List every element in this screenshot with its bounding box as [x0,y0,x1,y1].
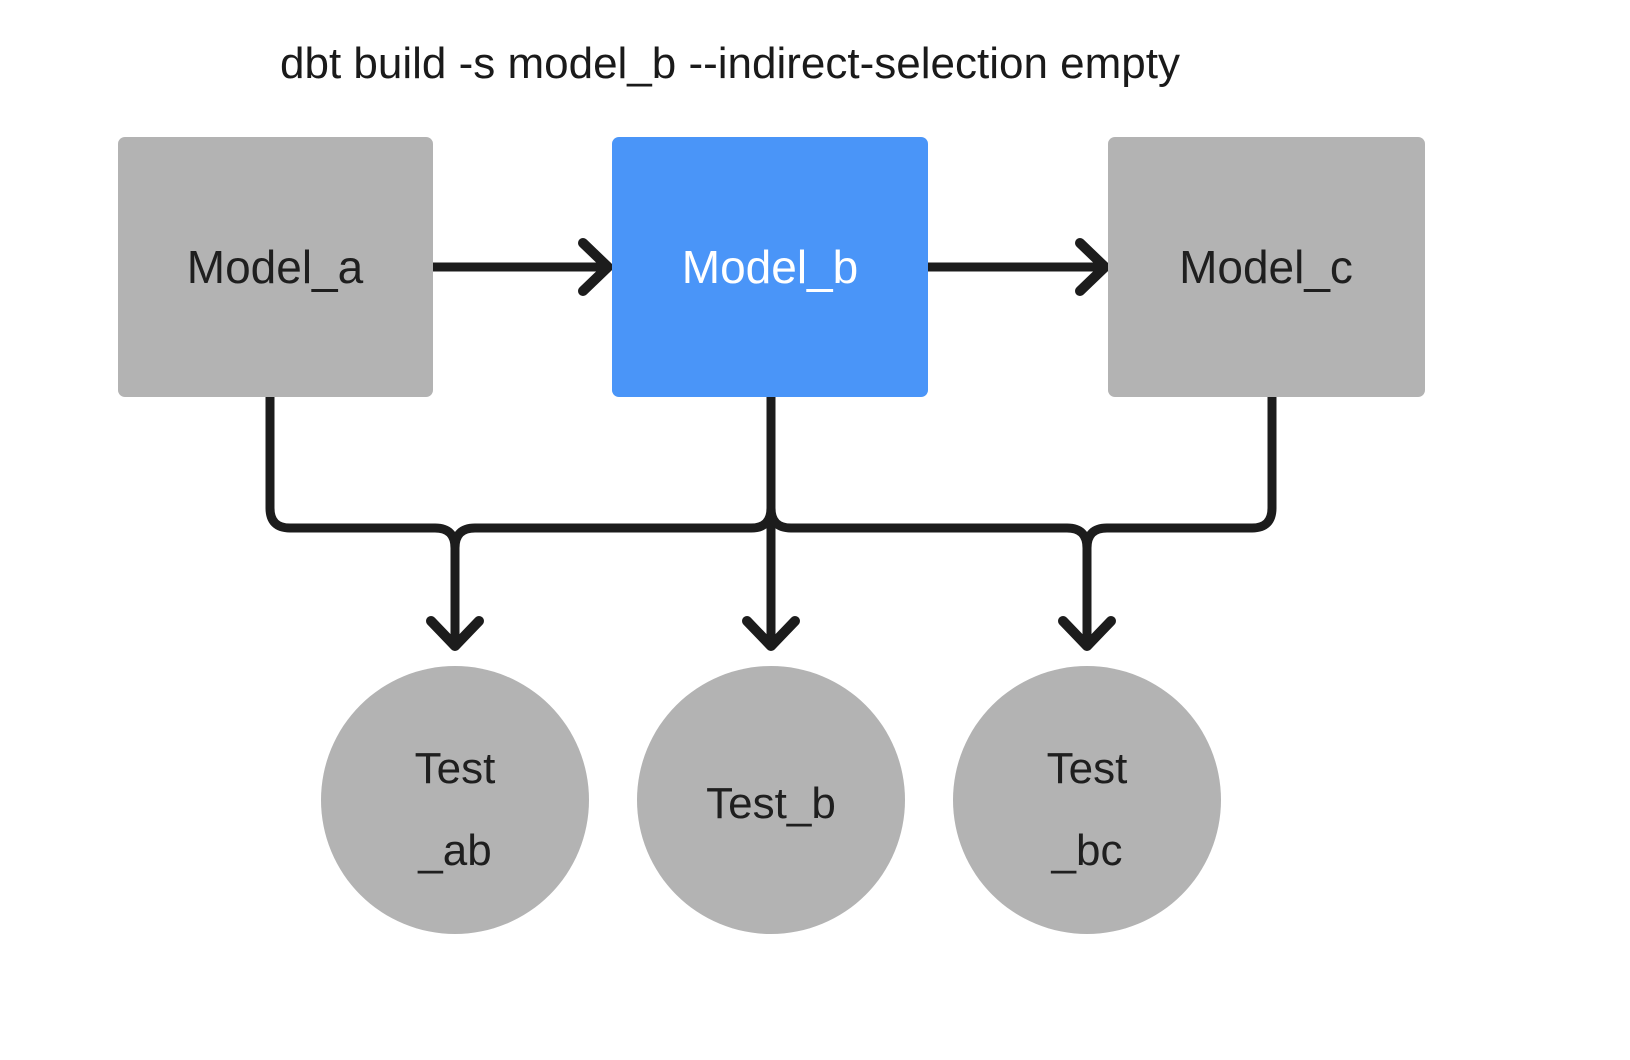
node-test-b-label-line1: Test_b [706,779,836,828]
edge-line-b-test-ab [450,392,776,645]
node-model-c-label: Model_c [1179,241,1353,293]
node-model-a-label: Model_a [187,241,364,293]
arrowhead-icon-a-b [578,238,613,296]
node-model-a[interactable]: Model_a [118,137,433,397]
edge-model-a-to-model-b [428,238,613,296]
arrowhead-icon-test-b [742,616,800,651]
node-model-a-shape[interactable] [118,137,433,397]
arrowhead-icon-test-ab [426,616,484,651]
node-test-bc[interactable]: Test _bc [953,666,1221,934]
node-test-b-shape[interactable] [637,666,905,934]
node-test-bc-label-line2: _bc [1051,826,1123,875]
node-test-b[interactable]: Test_b [637,666,905,934]
node-test-bc-label-line1: Test [1047,744,1128,793]
edge-line-b-test-bc [766,392,1092,645]
node-test-ab-label-line2: _ab [417,826,491,875]
node-model-c[interactable]: Model_c [1108,137,1425,397]
edge-model-b-to-model-c [923,238,1110,296]
edge-line-c-test-bc [1082,392,1277,645]
node-model-b-label: Model_b [682,241,858,293]
edge-model-b-to-test-ab [426,392,776,651]
edge-line-a-test-ab [265,392,460,645]
node-test-ab-shape[interactable] [321,666,589,934]
arrowhead-icon-b-c [1075,238,1110,296]
diagram-title: dbt build -s model_b --indirect-selectio… [280,39,1180,88]
node-test-ab[interactable]: Test _ab [321,666,589,934]
edge-model-c-to-test-bc [1058,392,1277,651]
edge-model-a-to-test-ab [265,392,460,645]
node-model-b-shape[interactable] [612,137,928,397]
node-test-ab-label-line1: Test [415,744,496,793]
node-model-c-shape[interactable] [1108,137,1425,397]
edge-model-b-to-test-bc [766,392,1092,645]
arrowhead-icon-test-bc [1058,616,1116,651]
node-test-bc-shape[interactable] [953,666,1221,934]
node-model-b[interactable]: Model_b [612,137,928,397]
